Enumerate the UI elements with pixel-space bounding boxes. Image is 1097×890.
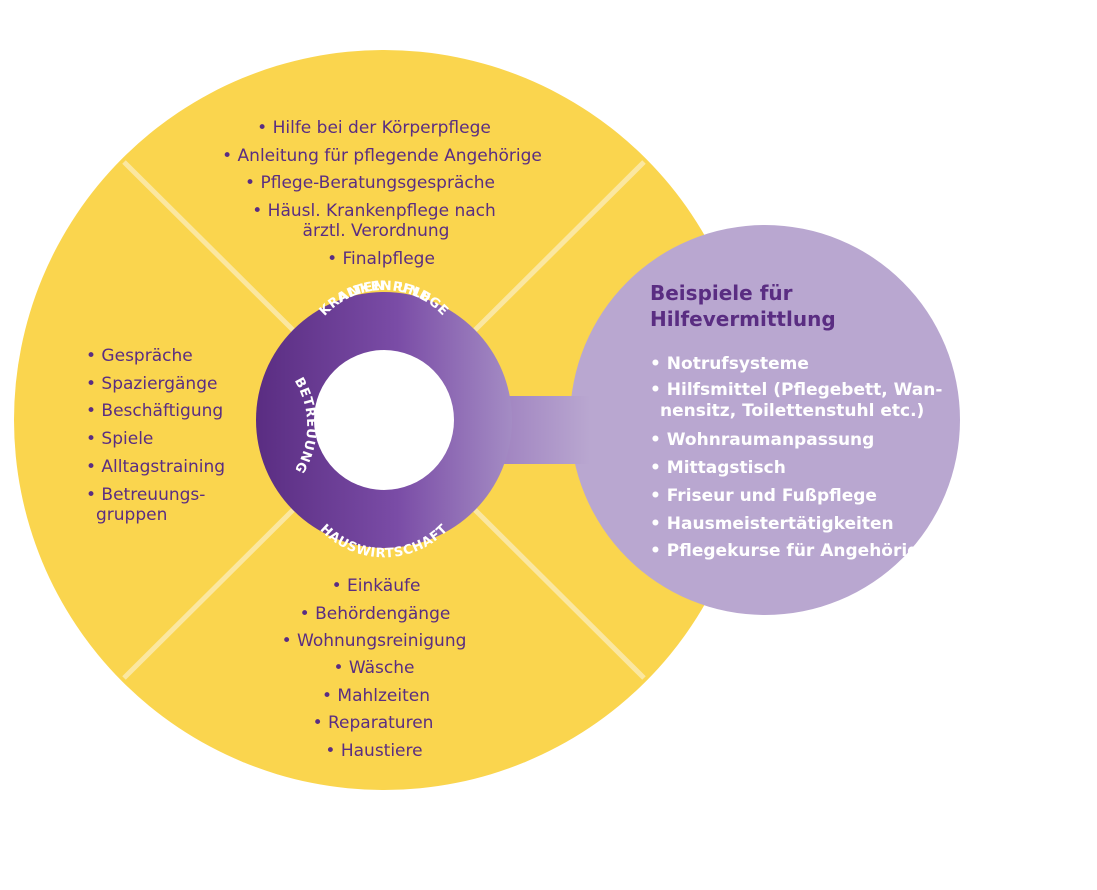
list-item: • Pflege-Beratungsgespräche bbox=[245, 173, 495, 193]
list-item: • Reparaturen bbox=[313, 713, 434, 733]
list-item: • Wäsche bbox=[333, 658, 414, 678]
list-item: • Anleitung für pflegende Angehörige bbox=[222, 146, 542, 166]
segment-dividers bbox=[122, 160, 646, 680]
list-item: • Alltagstraining bbox=[86, 457, 225, 477]
list-item: • Hilfsmittel (Pflegebett, Wan- bbox=[650, 380, 942, 400]
list-item: • Mittagstisch bbox=[650, 458, 786, 478]
list-item: gruppen bbox=[96, 505, 167, 525]
segment-left: • Gespräche • Spaziergänge • Beschäftigu… bbox=[86, 346, 225, 525]
list-item: ärztl. Verordnung bbox=[303, 221, 450, 241]
list-item: • Häusl. Krankenpflege nach bbox=[252, 201, 496, 221]
list-item: • Behördengänge bbox=[300, 604, 451, 624]
list-item: • Pflegekurse für Angehörige bbox=[650, 541, 931, 561]
list-item: • Wohnungsreinigung bbox=[282, 631, 467, 651]
list-item: • Hilfe bei der Körperpflege bbox=[257, 118, 491, 138]
list-item: • Mahlzeiten bbox=[322, 686, 430, 706]
hilfe-title-line2: Hilfevermittlung bbox=[650, 307, 836, 331]
hilfe-title-line1: Beispiele für bbox=[650, 281, 793, 305]
list-item: • Haustiere bbox=[325, 741, 422, 761]
list-item: • Finalpflege bbox=[327, 249, 435, 269]
list-item: • Gespräche bbox=[86, 346, 193, 366]
list-item: • Hausmeistertätigkeiten bbox=[650, 514, 894, 534]
list-item: • Spaziergänge bbox=[86, 374, 217, 394]
list-item: • Betreuungs- bbox=[86, 485, 205, 505]
hilfevermittlung-panel: Beispiele für Hilfevermittlung • Notrufs… bbox=[650, 281, 942, 561]
list-item: • Einkäufe bbox=[332, 576, 421, 596]
segment-top: • Hilfe bei der Körperpflege • Anleitung… bbox=[222, 118, 542, 269]
list-item: • Friseur und Fußpflege bbox=[650, 486, 877, 506]
list-item: nensitz, Toilettenstuhl etc.) bbox=[660, 401, 924, 421]
segment-bottom: • Einkäufe • Behördengänge • Wohnungsrei… bbox=[282, 576, 467, 761]
list-item: • Beschäftigung bbox=[86, 401, 223, 421]
list-item: • Wohnraumanpassung bbox=[650, 430, 874, 450]
list-item: • Notrufsysteme bbox=[650, 354, 809, 374]
center-hole bbox=[314, 350, 454, 490]
list-item: • Spiele bbox=[86, 429, 153, 449]
hilfevermittlung-circle bbox=[570, 225, 960, 615]
